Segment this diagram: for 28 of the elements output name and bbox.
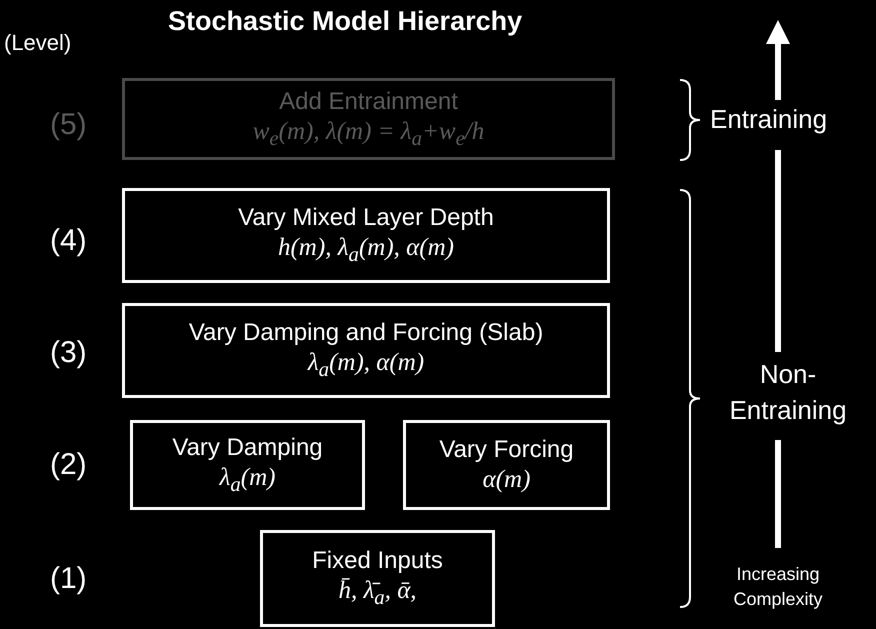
- label: (1): [50, 562, 87, 596]
- label: (5): [50, 108, 87, 142]
- formula: λ$_{a}$(m): [220, 464, 276, 496]
- label: Increasing Complexity: [732, 563, 824, 612]
- model-box: [122, 303, 610, 398]
- label: (4): [50, 224, 87, 258]
- model-name: Vary Damping: [172, 434, 323, 462]
- formula: h(m), λ$_{a}$(m), α(m): [278, 234, 454, 267]
- model-name: Vary Damping and Forcing (Slab): [188, 319, 544, 347]
- model-name: Fixed Inputs: [312, 547, 443, 575]
- label: (Level): [4, 30, 72, 56]
- formula: α(m): [482, 466, 530, 494]
- model-name: Vary Mixed Layer Depth: [238, 204, 494, 232]
- model-box: [122, 78, 615, 160]
- model-name: Add Entrainment: [279, 88, 458, 116]
- title: Stochastic Model Hierarchy: [168, 6, 522, 37]
- formula: w$_{e}$(m), λ(m) = λ$_{a}$+w$_{e}$/h: [252, 118, 484, 150]
- label: Non-Entraining: [728, 358, 848, 428]
- label: (3): [50, 336, 87, 370]
- model-box: [260, 530, 495, 627]
- label: Entraining: [710, 104, 828, 135]
- label: (2): [50, 448, 87, 482]
- formula: λ$_{a}$(m), α(m): [308, 349, 424, 382]
- formula: h̄, λ̄$_{a}$, ᾱ,: [338, 577, 417, 610]
- model-name: Vary Forcing: [439, 436, 574, 464]
- model-box: [130, 420, 365, 510]
- model-box: [403, 420, 610, 510]
- model-box: [122, 188, 610, 283]
